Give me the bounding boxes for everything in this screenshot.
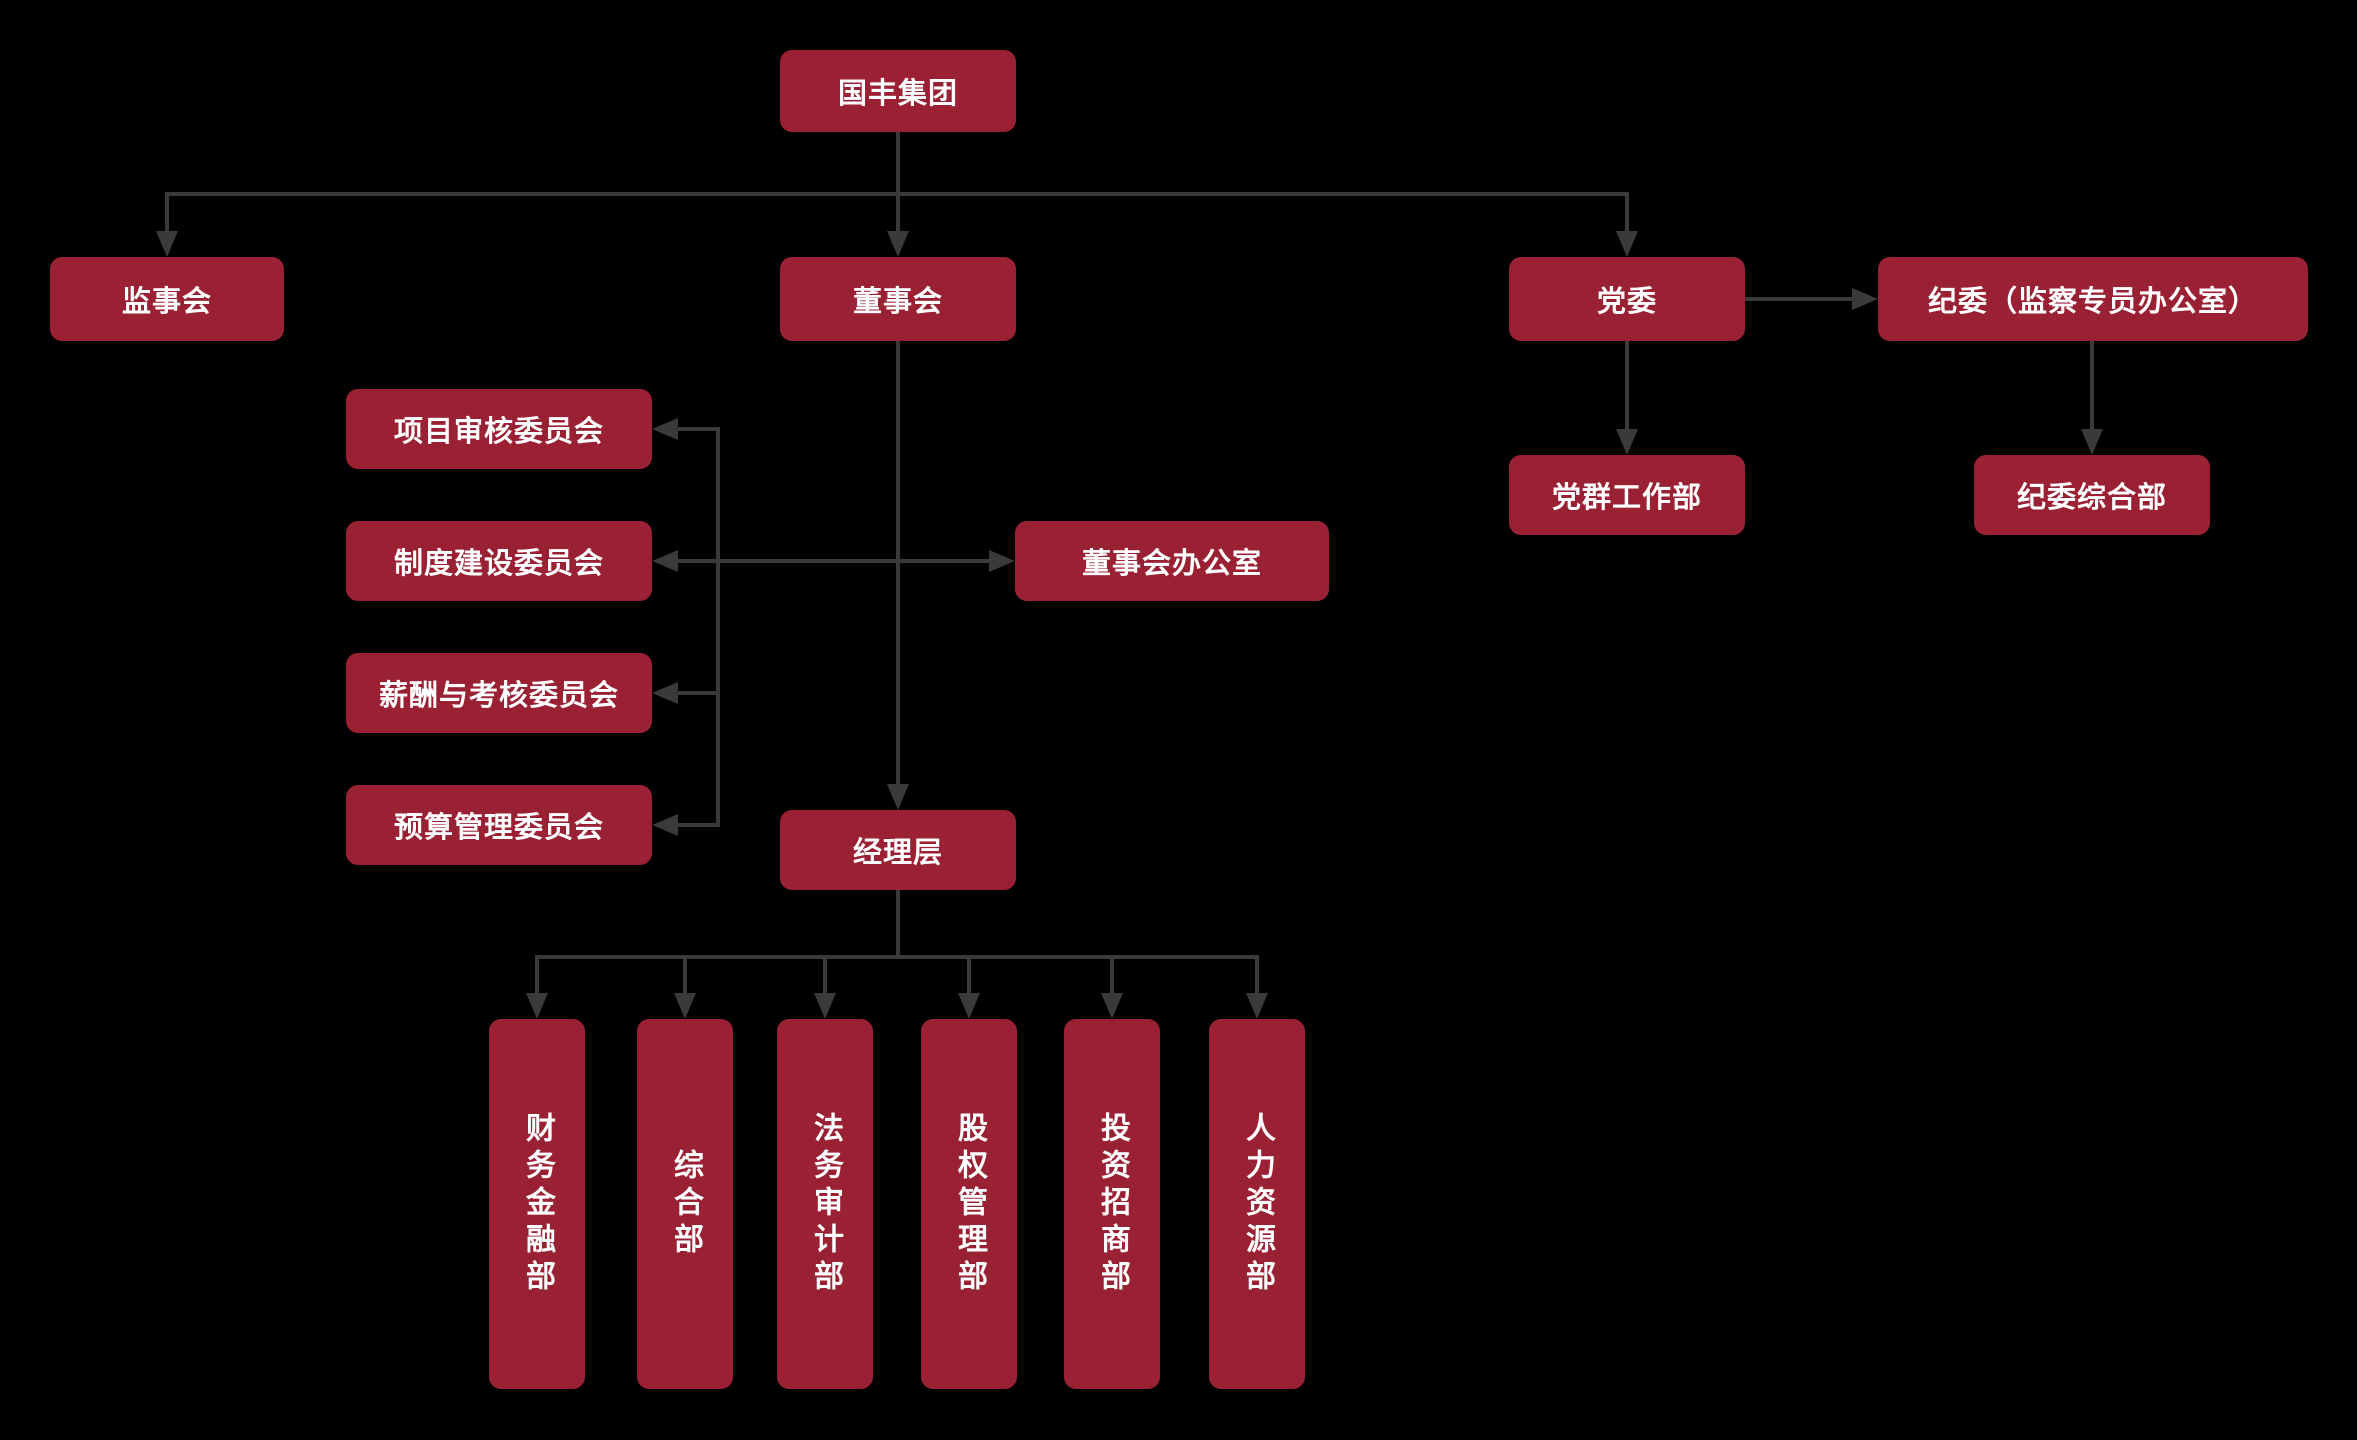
org-node-legal-audit-dept: 法务审计部 [777, 1019, 873, 1389]
org-node-project-review-committee: 项目审核委员会 [346, 389, 652, 469]
org-node-equity-management-dept: 股权管理部 [921, 1019, 1017, 1389]
org-node-budget-management-committee: 预算管理委员会 [346, 785, 652, 865]
org-node-party-committee: 党委 [1509, 257, 1745, 341]
org-node-hr-dept: 人力资源部 [1209, 1019, 1305, 1389]
org-node-board-of-directors: 董事会 [780, 257, 1016, 341]
org-node-system-construction-committee: 制度建设委员会 [346, 521, 652, 601]
org-node-party-mass-work-dept: 党群工作部 [1509, 455, 1745, 535]
org-node-supervisory-board: 监事会 [50, 257, 284, 341]
org-node-board-office: 董事会办公室 [1015, 521, 1329, 601]
org-node-discipline-committee: 纪委（监察专员办公室） [1878, 257, 2308, 341]
org-node-investment-promotion-dept: 投资招商部 [1064, 1019, 1160, 1389]
org-node-finance-dept: 财务金融部 [489, 1019, 585, 1389]
org-node-discipline-general-dept: 纪委综合部 [1974, 455, 2210, 535]
org-node-general-dept: 综合部 [637, 1019, 733, 1389]
org-node-group-root: 国丰集团 [780, 50, 1016, 132]
org-node-compensation-assessment-committee: 薪酬与考核委员会 [346, 653, 652, 733]
org-node-management-level: 经理层 [780, 810, 1016, 890]
